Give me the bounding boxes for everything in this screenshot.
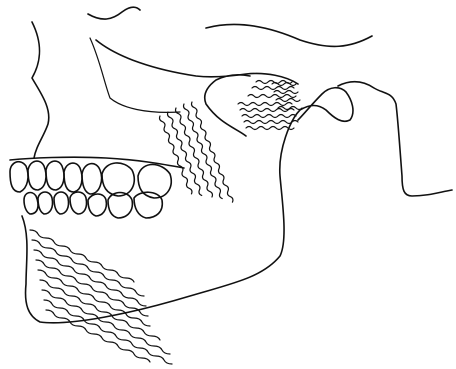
temporalis-band — [238, 81, 298, 130]
digastric-band — [30, 230, 172, 364]
lateral-pterygoid-band — [272, 83, 302, 110]
face-profile — [32, 22, 49, 158]
cheekbone-outline — [96, 40, 298, 84]
mandible-outline — [22, 88, 353, 323]
lower-teeth — [24, 192, 162, 218]
skull-top-outline — [88, 7, 140, 19]
condyle-outline — [338, 82, 452, 196]
nasal-outline — [90, 38, 180, 112]
skull-brow-outline — [206, 24, 372, 46]
coronoid-process — [205, 75, 250, 136]
